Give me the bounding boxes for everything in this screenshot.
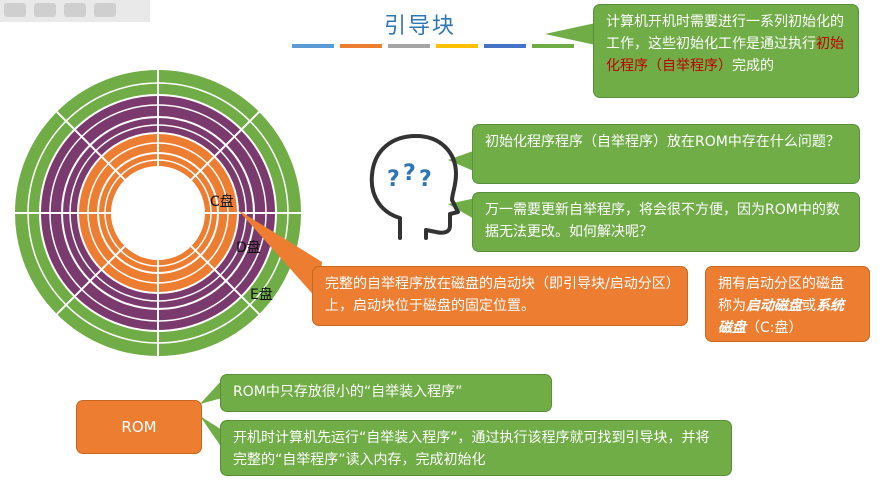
thinking-head-icon: ? ? ? [369, 134, 460, 240]
answer-callout: 万一需要更新自举程序，将会很不方便，因为ROM中的数据无法更改。如何解决呢？ [472, 192, 860, 252]
accent-bar [388, 44, 430, 48]
rom-store-callout: ROM中只存放很小的“自举装入程序” [220, 374, 552, 412]
rom-label: ROM [76, 400, 202, 454]
accent-bar [436, 44, 478, 48]
disk-label-e: E盘 [250, 286, 273, 303]
system-disk-suffix: （C:盘） [746, 320, 803, 336]
boot-block-callout: 完整的自举程序放在磁盘的启动块（即引导块/启动分区）上，启动块位于磁盘的固定位置… [312, 266, 688, 326]
disk-track [111, 166, 205, 260]
intro-text-end: 完成的 [732, 58, 774, 74]
rom-boot-callout: 开机时计算机先运行“自举装入程序”，通过执行该程序就可找到引导块，并将完整的“自… [220, 420, 732, 476]
svg-text:?: ? [387, 167, 400, 192]
intro-pointer [545, 22, 600, 46]
accent-bar [484, 44, 526, 48]
system-disk-term-boot: 启动磁盘 [746, 298, 802, 314]
intro-callout: 计算机开机时需要进行一系列初始化的工作，这些初始化工作是通过执行初始化程序（自举… [593, 4, 859, 98]
intro-text: 计算机开机时需要进行一系列初始化的工作，这些初始化工作是通过执行 [606, 14, 844, 52]
accent-bar [292, 44, 334, 48]
system-disk-term-system: 系统磁盘 [718, 298, 844, 336]
corner-watermark [0, 0, 150, 22]
accent-bar [532, 44, 574, 48]
sector-divider [55, 244, 127, 316]
page-title: 引导块 [383, 14, 456, 39]
question-callout: 初始化程序程序（自举程序）放在ROM中存在什么问题？ [472, 124, 860, 184]
system-disk-or: 或 [802, 298, 816, 314]
rom-boot-pointer [200, 416, 222, 448]
boot-block-pointer [238, 210, 322, 300]
system-disk-callout: 拥有启动分区的磁盘称为启动磁盘或系统磁盘（C:盘） [705, 266, 870, 342]
system-disk-text: 拥有启动分区的磁盘称为 [718, 276, 844, 314]
svg-text:?: ? [419, 167, 432, 192]
accent-bar [340, 44, 382, 48]
sector-divider [189, 244, 261, 316]
disk-label-d: D盘 [236, 239, 261, 256]
disk-label-c: C盘 [210, 193, 234, 210]
intro-highlight: 初始化程序（自举程序） [606, 36, 844, 74]
sector-divider [55, 110, 127, 182]
svg-text:?: ? [403, 161, 416, 186]
sector-divider [189, 110, 261, 182]
question-pointer [448, 150, 476, 172]
rom-store-pointer [200, 380, 222, 404]
